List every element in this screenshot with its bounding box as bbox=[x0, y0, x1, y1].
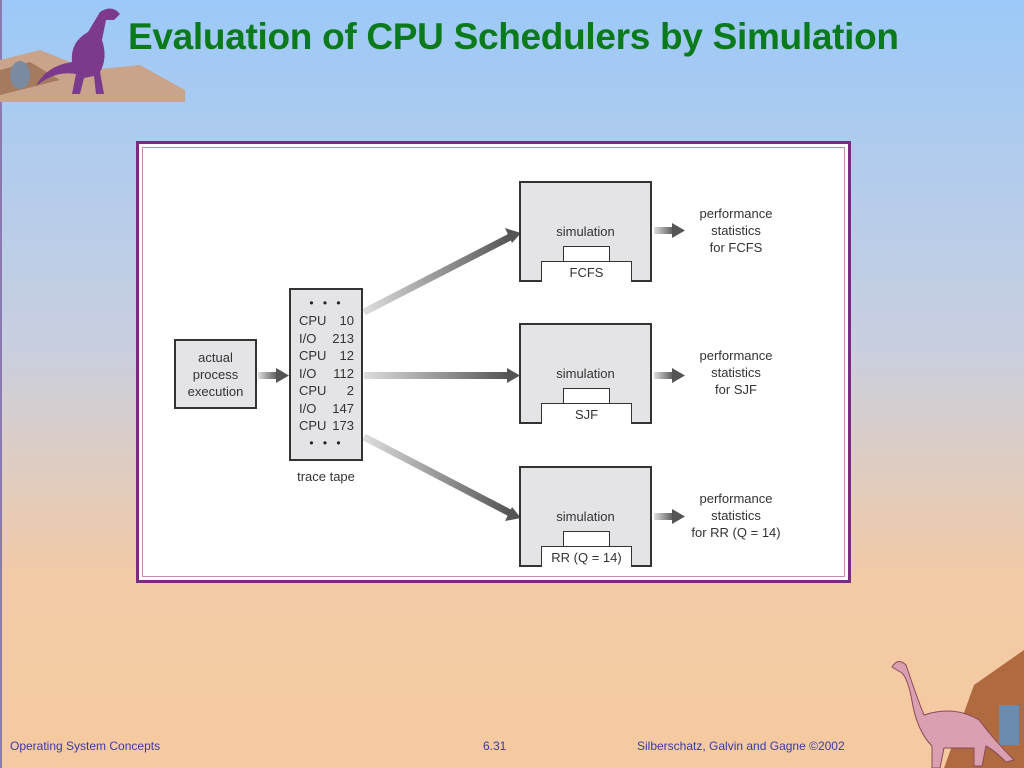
arrow-icon bbox=[654, 509, 685, 524]
arrow-icon bbox=[364, 368, 520, 383]
left-border bbox=[0, 0, 2, 768]
stats-line: performance bbox=[699, 348, 773, 363]
ellipsis: • • • bbox=[309, 435, 344, 450]
dinosaur-corner-icon bbox=[891, 650, 1024, 768]
trace-tape-caption: trace tape bbox=[297, 469, 355, 484]
algorithm-tab bbox=[563, 531, 610, 549]
simulation-label: simulation bbox=[556, 509, 615, 524]
algorithm-tab bbox=[563, 388, 610, 406]
dinosaur-logo-icon bbox=[0, 8, 185, 102]
tape-op: CPU bbox=[299, 383, 327, 398]
algorithm-label: RR (Q = 14) bbox=[551, 550, 622, 565]
stats-line: statistics bbox=[711, 223, 761, 238]
stats-line: for FCFS bbox=[709, 240, 763, 255]
ellipsis: • • • bbox=[309, 296, 344, 310]
algorithm-box: RR (Q = 14) bbox=[541, 546, 632, 567]
simulation-label: simulation bbox=[556, 366, 615, 381]
stats-line: performance bbox=[699, 206, 773, 221]
tape-row: I/O 213 bbox=[299, 330, 354, 348]
simulation-label: simulation bbox=[556, 224, 615, 239]
performance-statistics-label: performance statistics for SJF bbox=[676, 347, 796, 398]
algorithm-label: FCFS bbox=[569, 265, 604, 280]
tape-row: CPU 2 bbox=[299, 382, 354, 400]
tape-op: CPU bbox=[299, 313, 327, 328]
stats-line: statistics bbox=[711, 508, 761, 523]
label: actual bbox=[198, 350, 233, 365]
footer-page-number: 6.31 bbox=[483, 739, 507, 753]
tape-row: CPU 10 bbox=[299, 312, 354, 330]
tape-burst: 147 bbox=[332, 400, 354, 416]
stats-line: for RR (Q = 14) bbox=[691, 525, 781, 540]
footer-copyright: Silberschatz, Galvin and Gagne ©2002 bbox=[637, 739, 845, 753]
arrow-icon bbox=[258, 368, 289, 383]
page-title: Evaluation of CPU Schedulers by Simulati… bbox=[128, 16, 899, 57]
tape-row: CPU 12 bbox=[299, 347, 354, 365]
tape-row: CPU 173 bbox=[299, 417, 354, 435]
label: execution bbox=[187, 384, 244, 399]
tape-burst: 213 bbox=[332, 330, 354, 346]
tape-row: I/O 112 bbox=[299, 365, 354, 383]
tape-op: I/O bbox=[299, 365, 317, 381]
simulation-box: simulation SJF bbox=[519, 323, 652, 424]
simulation-box: simulation FCFS bbox=[519, 181, 652, 282]
algorithm-box: FCFS bbox=[541, 261, 632, 282]
stats-line: for SJF bbox=[715, 382, 757, 397]
tape-op: I/O bbox=[299, 400, 317, 416]
stats-line: statistics bbox=[711, 365, 761, 380]
tape-row: I/O 147 bbox=[299, 400, 354, 418]
tape-op: I/O bbox=[299, 330, 317, 346]
algorithm-box: SJF bbox=[541, 403, 632, 424]
tape-op: CPU bbox=[299, 348, 327, 363]
algorithm-tab bbox=[563, 246, 610, 264]
tape-burst: 10 bbox=[339, 313, 354, 328]
label: process bbox=[192, 367, 239, 382]
tape-op: CPU bbox=[299, 418, 327, 433]
tape-burst: 2 bbox=[346, 383, 354, 398]
arrow-icon bbox=[654, 223, 685, 238]
tape-burst: 12 bbox=[339, 348, 354, 363]
simulation-box: simulation RR (Q = 14) bbox=[519, 466, 652, 567]
tape-burst: 112 bbox=[333, 365, 354, 381]
actual-process-execution-box: actual process execution bbox=[174, 339, 257, 409]
algorithm-label: SJF bbox=[574, 407, 599, 422]
performance-statistics-label: performance statistics for FCFS bbox=[676, 205, 796, 256]
arrow-icon bbox=[362, 433, 521, 521]
arrow-icon bbox=[654, 368, 685, 383]
footer-course: Operating System Concepts bbox=[10, 739, 161, 753]
performance-statistics-label: performance statistics for RR (Q = 14) bbox=[676, 490, 796, 541]
arrow-icon bbox=[362, 228, 521, 316]
stats-line: performance bbox=[699, 491, 773, 506]
tape-burst: 173 bbox=[332, 418, 354, 433]
